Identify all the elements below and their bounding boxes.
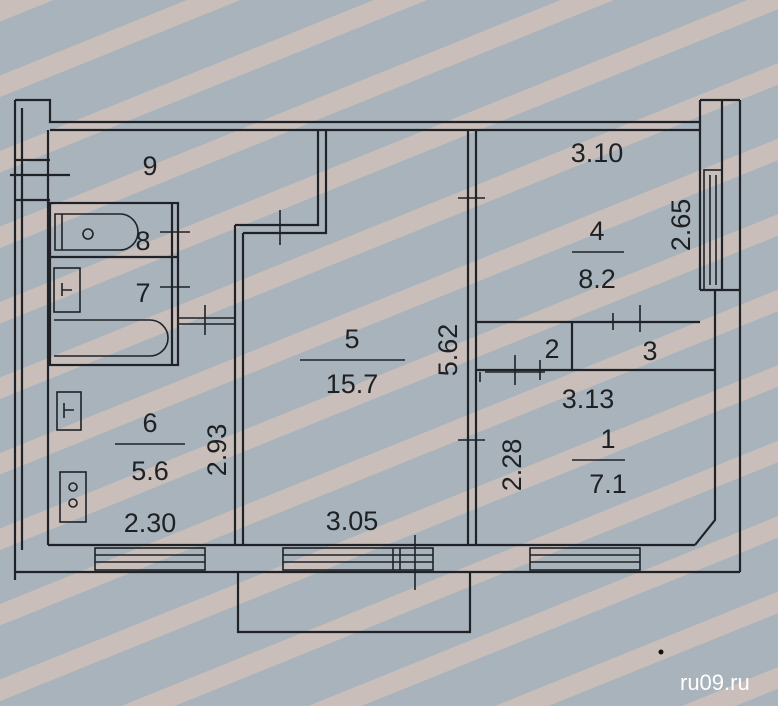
room-4-width: 3.10 [571,138,624,168]
walls [10,98,742,634]
room-1-length: 2.28 [497,439,527,492]
site-label: ru09.ru [680,670,750,695]
room-5-number: 5 [344,324,359,354]
room-7-number: 7 [135,278,150,308]
room-2-number: 2 [544,334,559,364]
room-1-area: 7.1 [589,469,627,499]
room-labels: 9 8 7 6 5.6 2.30 2.93 5 15.7 3.05 5.62 3… [115,138,696,538]
room-8-number: 8 [135,226,150,256]
room-9-number: 9 [142,151,157,181]
dot-mark [658,649,664,655]
room-4-length: 2.65 [666,199,696,252]
kitchen-sink-icon [56,391,82,431]
room-4-area: 8.2 [578,264,616,294]
room-1-width: 3.13 [562,384,615,414]
room-1-number: 1 [600,424,615,454]
windows [94,535,641,590]
room-6-width: 2.30 [124,508,177,538]
bathtub-icon [54,319,169,357]
room-6-length: 2.93 [202,424,232,477]
stove-icon [59,471,87,523]
room-5-area: 15.7 [326,369,379,399]
room-4-number: 4 [589,216,604,246]
sink-icon [53,267,81,313]
room-3-number: 3 [642,336,657,366]
room-6-number: 6 [142,408,157,438]
room-6-area: 5.6 [131,456,169,486]
room-5-width: 3.05 [326,506,379,536]
room-5-length: 5.62 [433,324,463,377]
toilet-icon [54,213,139,251]
